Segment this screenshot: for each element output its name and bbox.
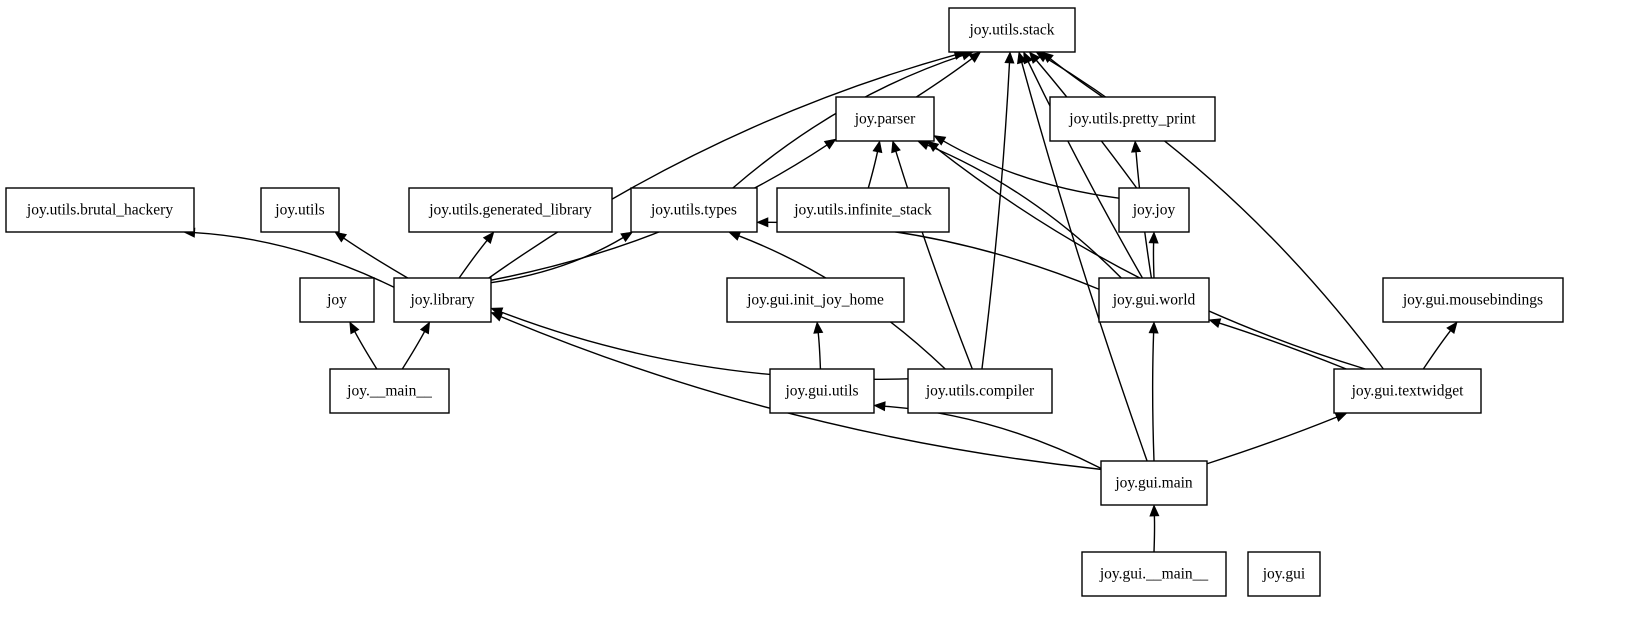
node-label: joy [326,292,347,309]
edge-joy-utils-compiler-to-joy-parser [891,140,973,370]
edge-joy-library-to-joy-utils-stack [488,50,967,279]
edge-joy-library-to-joy-utils-types [490,231,634,284]
edge-joy-utils-infinite-stack-to-joy-parser [867,140,883,189]
node-joy-parser[interactable]: joy.parser [835,96,935,142]
edge-joy-gui-main-to-joy-library [490,312,1102,471]
node-label: joy.gui.textwidget [1351,383,1464,400]
node-box[interactable] [1118,187,1190,233]
node-joy-main[interactable]: joy.__main__ [329,368,450,414]
node-label: joy.utils [274,202,324,219]
node-box[interactable] [5,187,195,233]
edge-joy-gui-utils-to-joy-gui-init-joy-home [813,321,824,370]
node-joy[interactable]: joy [299,277,375,323]
node-box[interactable] [329,368,450,414]
node-label: joy.utils.compiler [925,383,1035,400]
node-label: joy.utils.pretty_print [1068,111,1196,128]
nodes-layer: joy.utils.brutal_hackery joy.utils joy.uti… [5,7,1564,597]
node-joy-gui-textwidget[interactable]: joy.gui.textwidget [1333,368,1482,414]
node-label: joy.gui.mousebindings [1402,292,1543,309]
node-joy-gui-init-joy-home[interactable]: joy.gui.init_joy_home [726,277,905,323]
edge-joy-library-to-joy-utils-generated-library [458,231,495,279]
node-joy-gui-main[interactable]: joy.gui.__main__ [1081,551,1227,597]
node-joy-utils-pretty-print[interactable]: joy.utils.pretty_print [1049,96,1216,142]
node-box[interactable] [1382,277,1564,323]
edge-joy-gui-textwidget-to-joy-parser [926,140,1366,370]
node-box[interactable] [408,187,613,233]
edge-joy-gui-main-to-joy-utils-stack [1017,51,1148,462]
node-label: joy.utils.infinite_stack [793,202,932,219]
node-label: joy.utils.generated_library [428,202,592,219]
node-label: joy.utils.brutal_hackery [26,202,173,219]
node-box[interactable] [1247,551,1321,597]
node-label: joy.gui.__main__ [1099,566,1209,583]
node-label: joy.parser [854,111,916,128]
node-box[interactable] [1333,368,1482,414]
node-label: joy.gui.main [1114,475,1193,492]
node-label: joy.utils.stack [968,22,1054,39]
edge-joy-gui-world-to-joy-utils-stack [1023,51,1144,279]
node-label: joy.gui.init_joy_home [746,292,884,309]
node-joy-joy[interactable]: joy.joy [1118,187,1190,233]
node-box[interactable] [948,7,1076,53]
node-joy-utils-brutal-hackery[interactable]: joy.utils.brutal_hackery [5,187,195,233]
edge-joy-gui-textwidget-to-joy-utils-stack [1035,51,1384,370]
node-box[interactable] [769,368,875,414]
edge-joy-gui-main-to-joy-gui-world [1148,321,1159,462]
node-joy-utils-generated-library[interactable]: joy.utils.generated_library [408,187,613,233]
edge-joy-main-to-joy [349,321,378,370]
node-box[interactable] [1049,96,1216,142]
node-joy-gui-mousebindings[interactable]: joy.gui.mousebindings [1382,277,1564,323]
node-joy-library[interactable]: joy.library [393,277,492,323]
node-joy-gui-utils[interactable]: joy.gui.utils [769,368,875,414]
node-joy-utils-types[interactable]: joy.utils.types [630,187,758,233]
node-box[interactable] [299,277,375,323]
node-box[interactable] [726,277,905,323]
node-box[interactable] [776,187,950,233]
node-label: joy.library [410,292,475,309]
node-joy-gui-world[interactable]: joy.gui.world [1098,277,1210,323]
node-joy-gui-main[interactable]: joy.gui.main [1100,460,1208,506]
node-joy-utils-compiler[interactable]: joy.utils.compiler [907,368,1053,414]
edge-joy-main-to-joy-library [401,321,431,370]
edge-joy-gui-main-to-joy-gui-textwidget [1206,412,1348,465]
node-label: joy.utils.types [650,202,737,219]
node-joy-gui[interactable]: joy.gui [1247,551,1321,597]
node-label: joy.__main__ [346,383,432,400]
node-box[interactable] [1098,277,1210,323]
node-label: joy.gui.world [1112,292,1196,309]
node-box[interactable] [835,96,935,142]
edge-joy-utils-compiler-to-joy-utils-stack [981,51,1015,370]
node-joy-utils-stack[interactable]: joy.utils.stack [948,7,1076,53]
node-box[interactable] [907,368,1053,414]
node-joy-utils-infinite-stack[interactable]: joy.utils.infinite_stack [776,187,950,233]
node-label: joy.gui.utils [784,383,858,400]
edge-joy-library-to-joy-utils [334,231,409,279]
edge-joy-gui-world-to-joy-joy [1148,231,1159,279]
node-box[interactable] [1100,460,1208,506]
node-box[interactable] [260,187,340,233]
node-label: joy.gui [1262,566,1306,583]
edge-joy-parser-to-joy-utils-stack [916,51,982,98]
node-box[interactable] [1081,551,1227,597]
node-box[interactable] [630,187,758,233]
edge-joy-gui-textwidget-to-joy-gui-world [1208,318,1347,370]
edge-joy-gui-main-to-joy-gui-main [1149,504,1160,553]
edge-joy-gui-textwidget-to-joy-gui-mousebindings [1422,321,1458,370]
node-box[interactable] [393,277,492,323]
node-label: joy.joy [1132,202,1176,219]
node-joy-utils[interactable]: joy.utils [260,187,340,233]
